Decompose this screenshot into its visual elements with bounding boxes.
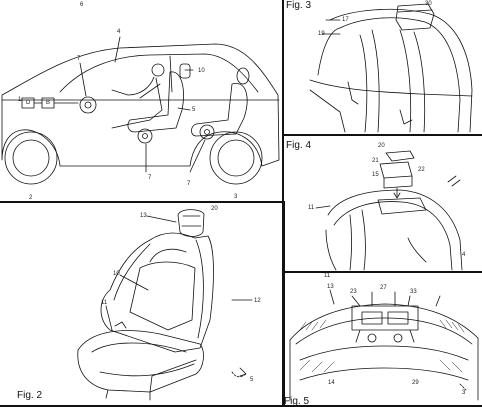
- fig4-module-drawing: [315, 150, 463, 271]
- fig1-ref-7a: 7: [77, 56, 81, 62]
- fig4-ref-22: 22: [418, 167, 425, 173]
- fig5-ref-11: 11: [324, 273, 331, 279]
- fig5-section-drawing: [289, 289, 479, 401]
- fig4-caption: Fig. 4: [286, 140, 312, 151]
- fig5-caption: Fig. 5: [284, 396, 310, 407]
- fig5-ref-3: 3: [462, 390, 466, 396]
- fig2-caption: Fig. 2: [17, 390, 43, 401]
- fig2-ref-13: 13: [140, 213, 147, 219]
- fig1-ref-10: 10: [198, 68, 205, 74]
- fig4-ref-11: 11: [308, 205, 315, 211]
- fig2-ref-11: 11: [101, 300, 108, 306]
- fig3-caption: Fig. 3: [286, 0, 312, 11]
- fig2-ref-5: 5: [250, 377, 254, 383]
- fig1-ref-2: 2: [29, 195, 33, 201]
- fig1-ref-B: B: [46, 100, 51, 106]
- fig4-ref-4: 4: [462, 252, 466, 258]
- fig2-ref-20: 20: [211, 206, 218, 212]
- fig1-ref-1: 1: [18, 97, 22, 103]
- fig3-ref-19: 19: [318, 31, 325, 37]
- fig1-ref-7b: 7: [148, 175, 152, 181]
- fig2-ref-12: 12: [254, 298, 261, 304]
- fig2-seat-drawing: [77, 209, 253, 401]
- fig5-ref-14: 14: [328, 380, 335, 386]
- fig3-ref-30: 30: [425, 1, 432, 7]
- fig3-backrest-drawing: [309, 3, 473, 133]
- fig5-ref-13: 13: [327, 284, 334, 290]
- fig1-ref-4: 4: [117, 29, 121, 35]
- fig1-ref-6: 6: [80, 2, 84, 8]
- fig4-ref-21: 21: [372, 158, 379, 164]
- fig2-ref-10: 10: [113, 271, 120, 277]
- fig3-ref-17: 17: [342, 17, 349, 23]
- fig5-ref-23: 23: [350, 289, 357, 295]
- fig4-ref-20: 20: [378, 143, 385, 149]
- fig1-vehicle-drawing: [1, 36, 280, 185]
- fig1-ref-3: 3: [234, 194, 238, 200]
- fig1-ref-5: 5: [192, 107, 196, 113]
- fig5-ref-29: 29: [412, 380, 419, 386]
- fig5-ref-27: 27: [380, 285, 387, 291]
- fig4-ref-15: 15: [372, 172, 379, 178]
- fig1-ref-7c: 7: [187, 181, 191, 187]
- fig1-ref-D: D: [26, 100, 31, 106]
- fig5-ref-33: 33: [410, 289, 417, 295]
